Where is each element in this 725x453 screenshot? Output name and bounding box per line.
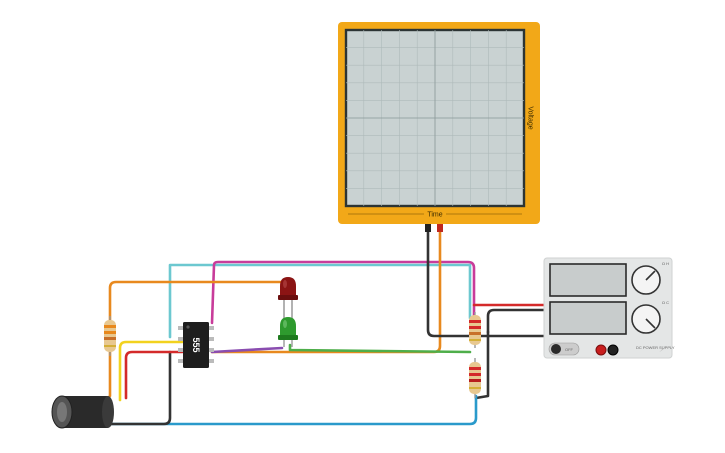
resistor-left-body bbox=[104, 320, 116, 352]
wire-led-leg[interactable] bbox=[283, 299, 293, 319]
wire-cyan[interactable] bbox=[168, 263, 472, 339]
led-green[interactable] bbox=[278, 317, 298, 347]
wire-orange-left[interactable] bbox=[104, 350, 112, 402]
ic-body bbox=[183, 322, 209, 368]
ic-pins bbox=[178, 326, 214, 363]
wire-blue-bottom[interactable] bbox=[98, 394, 478, 426]
scope-probe-red[interactable] bbox=[437, 224, 443, 232]
ps-terminal-negative[interactable] bbox=[607, 344, 619, 356]
wire-yellow[interactable] bbox=[118, 340, 184, 402]
ic-label: 555 bbox=[191, 337, 201, 352]
ps-switch-knob bbox=[551, 344, 561, 354]
wire-orange-probe[interactable] bbox=[210, 225, 442, 354]
ic-notch bbox=[186, 325, 190, 329]
ic-555[interactable]: 555 bbox=[178, 322, 214, 368]
ps-brand-label: DC POWER SUPPLY bbox=[636, 345, 675, 350]
ps-display-2 bbox=[549, 301, 627, 335]
ps-knob1-label: Ω H bbox=[662, 261, 669, 266]
ps-off-label: OFF bbox=[565, 347, 574, 352]
resistor-rb-body bbox=[469, 362, 481, 394]
wires bbox=[98, 225, 614, 426]
led-red-body bbox=[280, 277, 296, 296]
wire-orange-top[interactable] bbox=[108, 280, 288, 324]
resistor-left[interactable] bbox=[104, 316, 116, 356]
oscilloscope[interactable]: Time Voltage bbox=[338, 22, 540, 232]
wire-purple[interactable] bbox=[210, 346, 284, 354]
led-red[interactable] bbox=[278, 277, 298, 300]
ps-knob2-label: Ω C bbox=[662, 300, 669, 305]
resistor-right-top[interactable] bbox=[469, 312, 481, 348]
wire-black-chip[interactable] bbox=[106, 350, 172, 426]
wire-magenta[interactable] bbox=[210, 260, 476, 325]
resistor-right-bottom[interactable] bbox=[469, 358, 481, 398]
lightning-icon: ⚡ bbox=[659, 345, 665, 354]
power-supply[interactable]: Ω H Ω C OFF DC POWER SUPPLY ⚡ bbox=[543, 257, 675, 359]
wire-black-right[interactable] bbox=[474, 330, 490, 400]
scope-time-label: Time bbox=[427, 212, 442, 219]
capacitor[interactable] bbox=[51, 395, 114, 429]
scope-voltage-label: Voltage bbox=[527, 106, 534, 129]
wire-green[interactable] bbox=[288, 343, 472, 354]
ps-terminal-positive[interactable] bbox=[595, 344, 607, 356]
ps-display-1 bbox=[549, 263, 627, 297]
scope-probe-black[interactable] bbox=[425, 224, 431, 232]
wire-red-chip[interactable] bbox=[124, 350, 184, 400]
led-green-body bbox=[280, 317, 296, 336]
